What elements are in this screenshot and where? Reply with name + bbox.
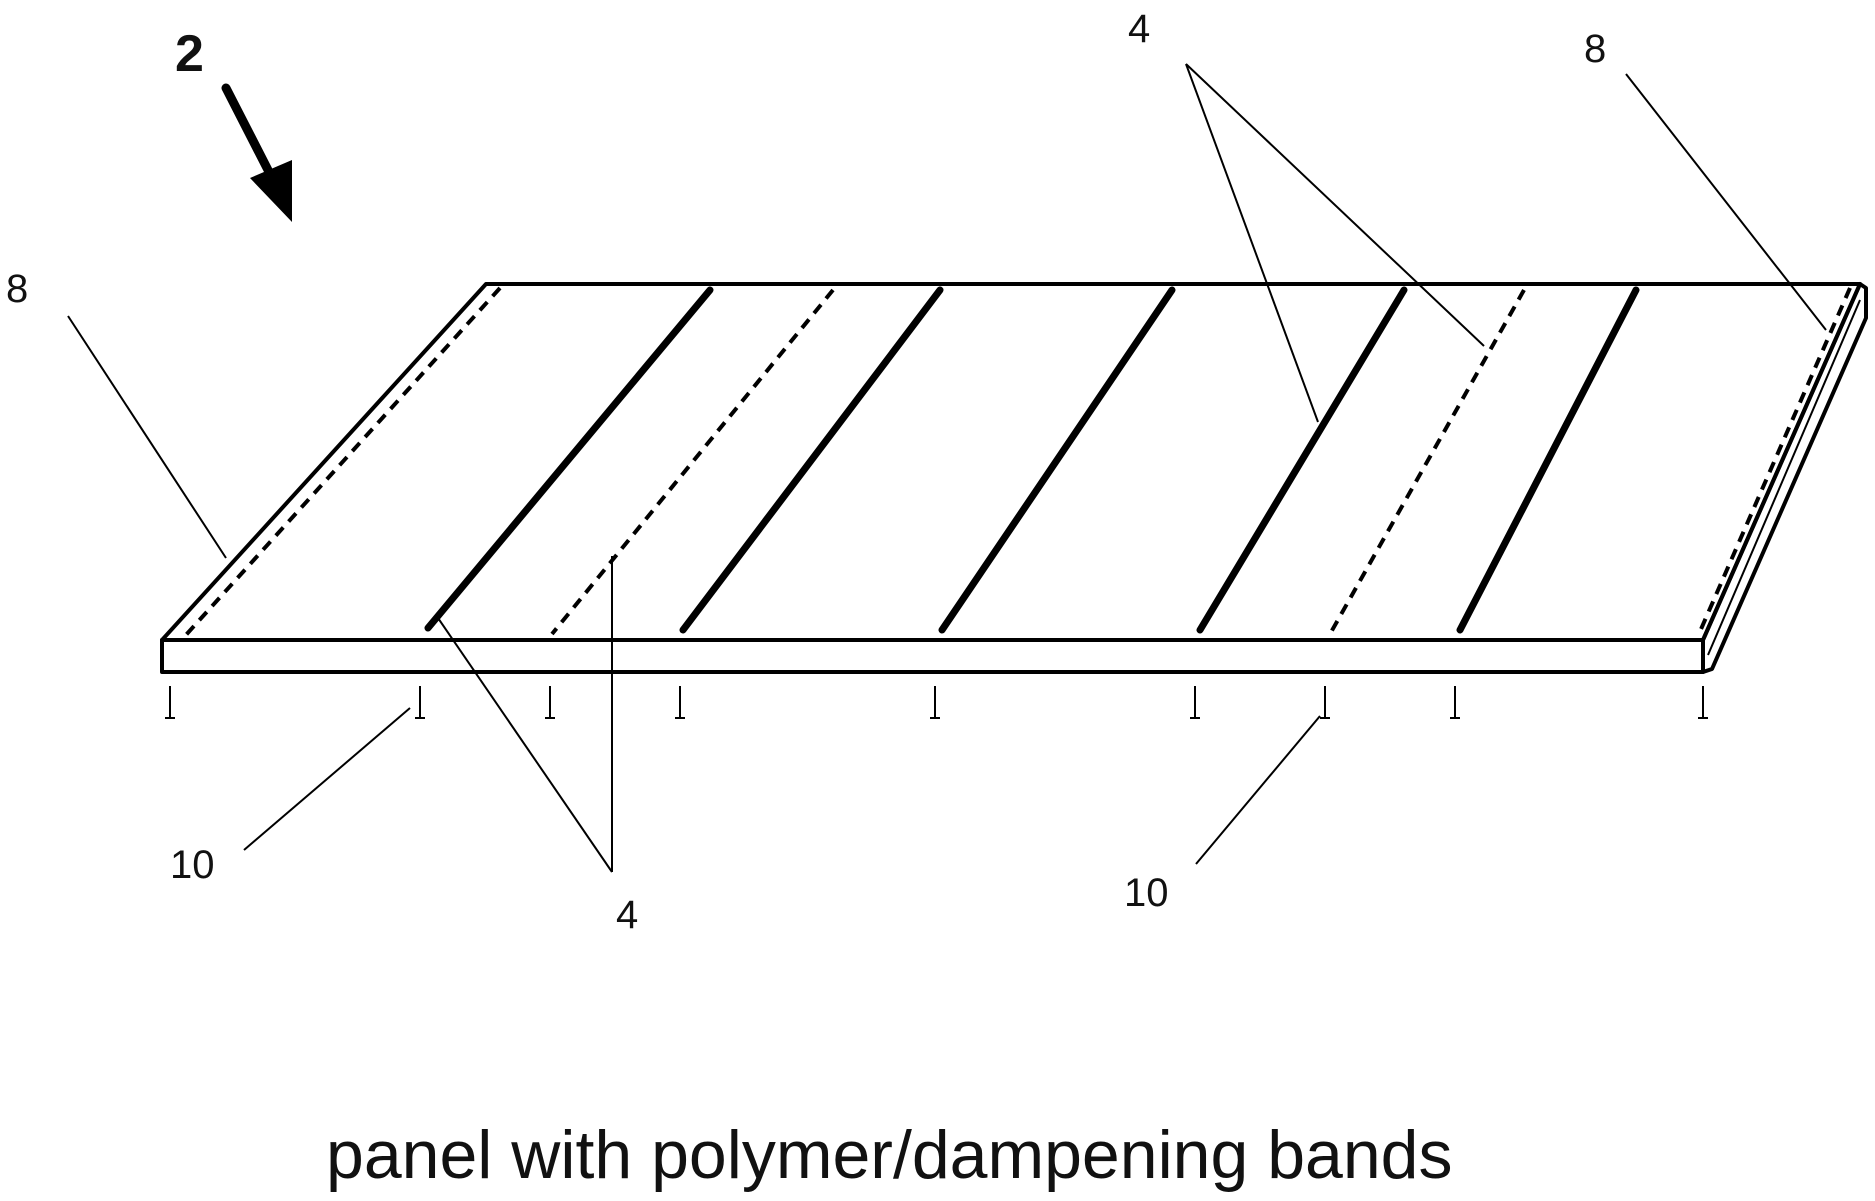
tick-markers <box>165 686 1708 719</box>
tick-marker <box>1450 686 1460 719</box>
panel-front-face <box>160 638 1705 674</box>
band-solid-3 <box>938 286 1176 634</box>
leader-lines <box>67 63 1827 873</box>
numeral-markers-left: 10 <box>170 843 215 887</box>
leader-4-top-b <box>1185 63 1485 347</box>
reference-numerals: 2 4 4 8 8 10 10 <box>6 7 1606 937</box>
leader-4-bottom-a <box>437 617 613 873</box>
leader-8-left <box>67 315 227 559</box>
numeral-panel: 2 <box>175 25 204 83</box>
leader-10-left <box>243 707 411 851</box>
band-solid-4 <box>1196 286 1408 634</box>
arrow-head-icon <box>250 160 292 222</box>
panel-arrow <box>221 83 292 222</box>
panel-right-face <box>1701 282 1868 674</box>
numeral-edge-left: 8 <box>6 267 28 311</box>
panel-top-face <box>160 282 1862 642</box>
leader-10-right <box>1195 715 1321 865</box>
band-dashed-1 <box>550 288 835 636</box>
numeral-bands-top: 4 <box>1128 7 1150 51</box>
tick-marker <box>930 686 940 719</box>
tick-marker <box>1190 686 1200 719</box>
numeral-markers-right: 10 <box>1124 871 1169 915</box>
panel <box>160 282 1868 674</box>
numeral-bands-bottom: 4 <box>616 893 638 937</box>
leader-4-top-a <box>1185 63 1319 423</box>
tick-marker <box>545 686 555 719</box>
band-solid-5 <box>1456 286 1640 634</box>
edge-seals <box>183 286 1852 638</box>
dampening-bands <box>424 286 1640 636</box>
band-solid-1 <box>424 286 714 632</box>
band-solid-2 <box>679 286 944 634</box>
tick-marker <box>1698 686 1708 719</box>
edge-seal-right <box>1696 287 1852 637</box>
leader-8-right <box>1625 73 1827 331</box>
panel-right-inner-edge <box>1707 299 1861 656</box>
band-dashed-2 <box>1328 289 1526 635</box>
figure-caption: panel with polymer/dampening bands <box>326 1117 1452 1193</box>
tick-marker <box>1320 686 1330 719</box>
numeral-edge-right: 8 <box>1584 27 1606 71</box>
tick-marker <box>415 686 425 719</box>
edge-seal-left <box>183 286 502 638</box>
tick-marker <box>675 686 685 719</box>
tick-marker <box>165 686 175 719</box>
